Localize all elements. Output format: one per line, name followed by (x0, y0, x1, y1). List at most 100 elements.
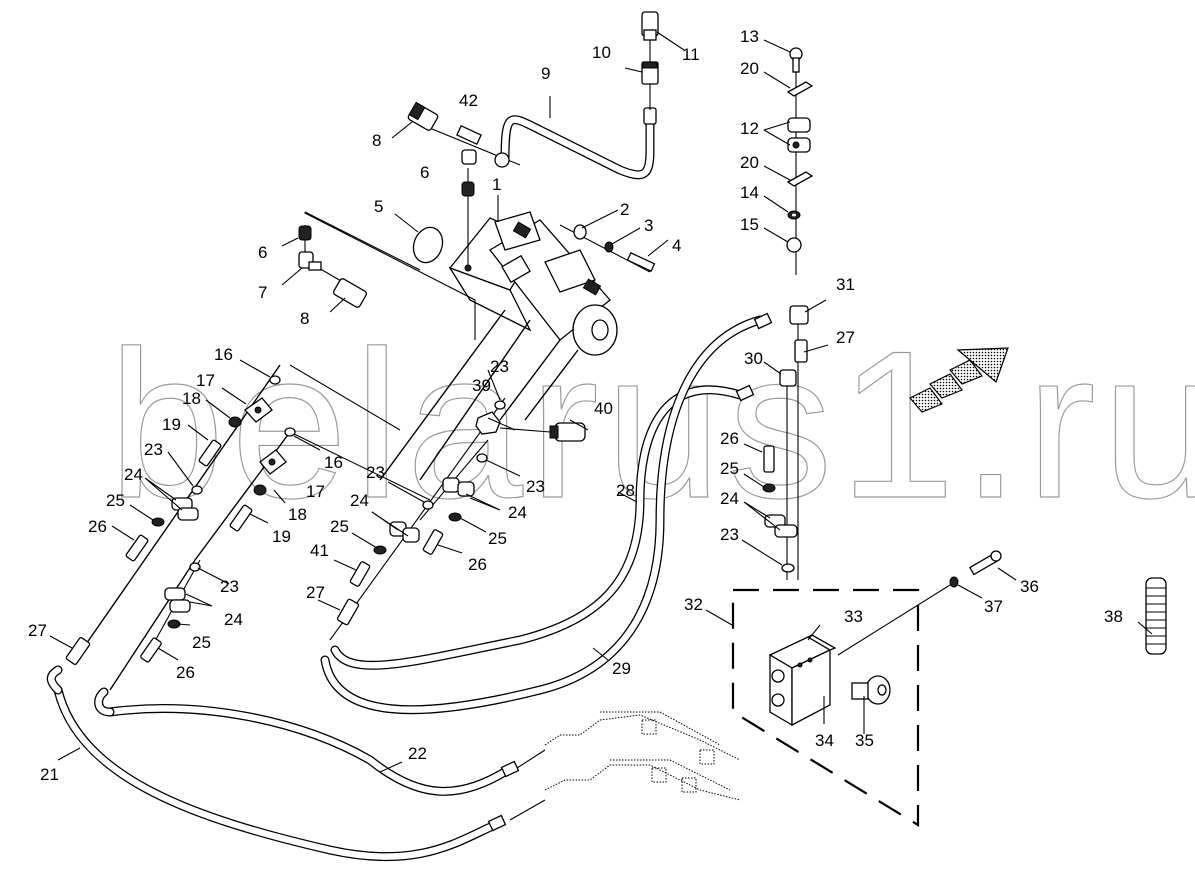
washer-part-3[interactable] (604, 241, 614, 253)
sleeve-part-38[interactable] (1145, 577, 1167, 655)
clamp-part-24-center-right[interactable] (442, 477, 475, 497)
bolt-part-13[interactable] (789, 47, 803, 73)
callout-13: 13 (740, 27, 759, 46)
elbow-part-7[interactable] (298, 251, 322, 271)
callout-25-center: 25 (488, 529, 507, 548)
washer-part-14[interactable] (787, 210, 801, 220)
leader-lines (49, 31, 1153, 773)
callout-17-upper: 17 (196, 371, 215, 390)
elbow-part-31[interactable] (789, 305, 809, 325)
sensor-part-8-top[interactable] (407, 101, 439, 131)
bolt-part-41[interactable] (349, 561, 371, 587)
spacer-part-2[interactable] (573, 224, 587, 240)
callout-25-lowerleft: 25 (192, 633, 211, 652)
callout-21: 21 (40, 765, 59, 784)
sensor-part-11[interactable] (641, 11, 659, 41)
hose-part-28[interactable] (330, 385, 745, 670)
callout-27-left: 27 (28, 621, 47, 640)
callout-3: 3 (644, 216, 653, 235)
adapter-part-10[interactable] (641, 61, 659, 85)
elbow-part-30[interactable] (779, 369, 797, 387)
callout-41: 41 (310, 541, 329, 560)
hose-part-29[interactable] (320, 315, 765, 715)
oring-part-16-lower[interactable] (284, 427, 296, 437)
oring-part-23-right[interactable] (781, 563, 795, 573)
bolt-part-26-lowerleft[interactable] (140, 637, 162, 663)
fitting-part-6-left[interactable] (298, 225, 312, 241)
plate-part-20-top[interactable] (786, 81, 814, 97)
bolt-part-4[interactable] (626, 252, 656, 272)
hose-part-21[interactable] (46, 665, 500, 862)
callout-5: 5 (374, 197, 383, 216)
tee-part-42[interactable] (456, 124, 482, 165)
washer-part-25-left[interactable] (151, 517, 165, 527)
direction-arrow-icon (909, 347, 1009, 413)
washer-part-25-right[interactable] (762, 483, 776, 493)
callout-10: 10 (592, 43, 611, 62)
callout-17-lower: 17 (306, 482, 325, 501)
bolt-part-26-center[interactable] (422, 529, 444, 555)
callout-6-left: 6 (258, 243, 267, 262)
sensor-part-40[interactable] (549, 422, 586, 442)
callout-8-left: 8 (300, 309, 309, 328)
washer-part-25-center[interactable] (448, 512, 462, 522)
valve-block-outline-part-32 (731, 588, 920, 827)
nut-part-39[interactable] (475, 411, 501, 435)
callout-23-center-low: 23 (366, 463, 385, 482)
clamp-part-12[interactable] (787, 117, 811, 153)
sensor-part-8-left[interactable] (332, 278, 368, 309)
callout-34: 34 (815, 731, 834, 750)
oring-part-23-center-mid[interactable] (476, 453, 488, 463)
oring-part-23-left[interactable] (191, 485, 203, 495)
callout-23-right: 23 (720, 525, 739, 544)
bolt-part-36[interactable] (968, 550, 1002, 576)
callout-23-left: 23 (144, 440, 163, 459)
oring-part-18-upper[interactable] (228, 416, 242, 428)
callout-26-center: 26 (468, 555, 487, 574)
callout-35: 35 (855, 731, 874, 750)
callout-31: 31 (836, 275, 855, 294)
adapter-part-27-center[interactable] (336, 598, 360, 626)
callout-9: 9 (541, 64, 550, 83)
callout-28: 28 (616, 481, 635, 500)
oring-part-23-center-top[interactable] (494, 400, 506, 410)
callout-7: 7 (258, 283, 267, 302)
fitting-part-6-top[interactable] (461, 181, 475, 197)
clamp-part-24-lowerleft[interactable] (164, 587, 191, 613)
hose-part-22[interactable] (94, 687, 513, 796)
bolt-part-26-left[interactable] (125, 534, 149, 562)
oring-part-23-center-low[interactable] (422, 500, 434, 510)
adapter-part-27-right[interactable] (794, 339, 808, 363)
flange-part-17-upper[interactable] (244, 397, 273, 423)
coil-part-35[interactable] (851, 675, 891, 705)
clamp-part-24-left[interactable] (171, 497, 199, 521)
nut-part-15[interactable] (786, 237, 802, 253)
callout-25-center-left: 25 (330, 517, 349, 536)
callout-24-center-right: 24 (508, 503, 527, 522)
bolt-part-26-right[interactable] (763, 445, 775, 473)
callout-16-upper: 16 (214, 345, 233, 364)
flange-part-17-lower[interactable] (259, 449, 287, 475)
valve-body-part-1[interactable] (448, 211, 618, 356)
oring-part-16-upper[interactable] (269, 375, 281, 385)
washer-part-37[interactable] (949, 576, 959, 588)
callout-26-left: 26 (88, 517, 107, 536)
callout-25-right: 25 (720, 459, 739, 478)
callout-18-upper: 18 (182, 389, 201, 408)
bolt-part-19-lower[interactable] (229, 504, 253, 532)
bolt-part-19-upper[interactable] (198, 439, 222, 467)
callout-labels: 1 2 3 4 5 6 6 7 8 8 9 10 11 13 20 12 20 … (28, 27, 1123, 784)
ghost-reference-lines (544, 711, 741, 801)
o-ring-part-5[interactable] (409, 223, 448, 266)
valve-block-part-33[interactable] (768, 634, 837, 727)
callout-19-lower: 19 (272, 527, 291, 546)
plate-part-20-bottom[interactable] (786, 171, 814, 187)
oring-part-23-lowerleft[interactable] (189, 562, 201, 572)
callout-42: 42 (459, 91, 478, 110)
adapter-part-27-left[interactable] (65, 637, 91, 665)
callout-16-lower: 16 (324, 453, 343, 472)
callout-27-right: 27 (836, 328, 855, 347)
callout-32: 32 (684, 595, 703, 614)
oring-part-18-lower[interactable] (253, 484, 267, 496)
callout-2: 2 (620, 200, 629, 219)
